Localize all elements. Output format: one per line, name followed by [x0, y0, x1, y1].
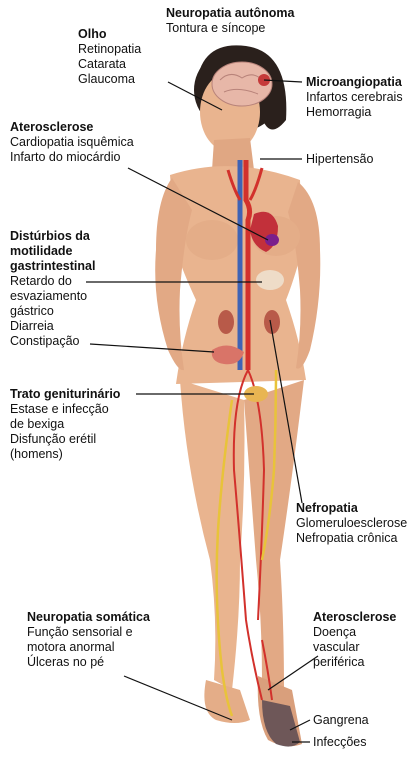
label-neuropatia-somatica: Neuropatia somática Função sensorial e m…: [27, 610, 150, 670]
label-line: Hemorragia: [306, 105, 403, 120]
label-line: de bexiga: [10, 417, 120, 432]
label-title: Distúrbios da: [10, 229, 95, 244]
label-disturbios-gi: Distúrbios da motilidade gastrintestinal…: [10, 229, 95, 349]
label-olho: Olho Retinopatia Catarata Glaucoma: [78, 27, 141, 87]
label-line: Doença: [313, 625, 396, 640]
label-line: Constipação: [10, 334, 95, 349]
label-line: Função sensorial e: [27, 625, 150, 640]
label-gangrena: Gangrena: [313, 713, 369, 728]
label-line: Tontura e síncope: [166, 21, 295, 36]
label-aterosclerose-periferica: Aterosclerose Doença vascular periférica: [313, 610, 396, 670]
label-line: Infecções: [313, 735, 367, 750]
label-line: Hipertensão: [306, 152, 373, 167]
label-line: Catarata: [78, 57, 141, 72]
label-line: vascular: [313, 640, 396, 655]
label-hipertensao: Hipertensão: [306, 152, 373, 167]
label-nefropatia: Nefropatia Glomeruloesclerose Nefropatia…: [296, 501, 407, 546]
label-infeccoes: Infecções: [313, 735, 367, 750]
label-line: Infartos cerebrais: [306, 90, 403, 105]
label-title: Trato geniturinário: [10, 387, 120, 402]
label-title: Nefropatia: [296, 501, 407, 516]
label-line: Retinopatia: [78, 42, 141, 57]
label-line: Glomeruloesclerose: [296, 516, 407, 531]
label-line: Retardo do: [10, 274, 95, 289]
label-line: Disfunção erétil: [10, 432, 120, 447]
label-title: Neuropatia autônoma: [166, 6, 295, 21]
label-line: Úlceras no pé: [27, 655, 150, 670]
label-line: Glaucoma: [78, 72, 141, 87]
label-title: Microangiopatia: [306, 75, 403, 90]
right-kidney: [218, 310, 234, 334]
label-line: Gangrena: [313, 713, 369, 728]
label-title: motilidade: [10, 244, 95, 259]
label-line: esvaziamento: [10, 289, 95, 304]
label-title: gastrintestinal: [10, 259, 95, 274]
label-line: gástrico: [10, 304, 95, 319]
label-title: Neuropatia somática: [27, 610, 150, 625]
label-trato-geniturinario: Trato geniturinário Estase e infecção de…: [10, 387, 120, 462]
left-leg: [244, 380, 304, 690]
label-line: Nefropatia crônica: [296, 531, 407, 546]
label-title: Aterosclerose: [313, 610, 396, 625]
label-neuropatia-autonoma: Neuropatia autônoma Tontura e síncope: [166, 6, 295, 36]
label-aterosclerose-cardiaca: Aterosclerose Cardiopatia isquêmica Infa…: [10, 120, 134, 165]
label-title: Olho: [78, 27, 141, 42]
label-line: Infarto do miocárdio: [10, 150, 134, 165]
label-line: periférica: [313, 655, 396, 670]
label-title: Aterosclerose: [10, 120, 134, 135]
label-line: Diarreia: [10, 319, 95, 334]
label-line: Cardiopatia isquêmica: [10, 135, 134, 150]
label-line: (homens): [10, 447, 120, 462]
body-silhouette: [155, 45, 320, 746]
label-microangiopatia: Microangiopatia Infartos cerebrais Hemor…: [306, 75, 403, 120]
label-line: Estase e infecção: [10, 402, 120, 417]
stomach: [256, 270, 284, 290]
label-line: motora anormal: [27, 640, 150, 655]
